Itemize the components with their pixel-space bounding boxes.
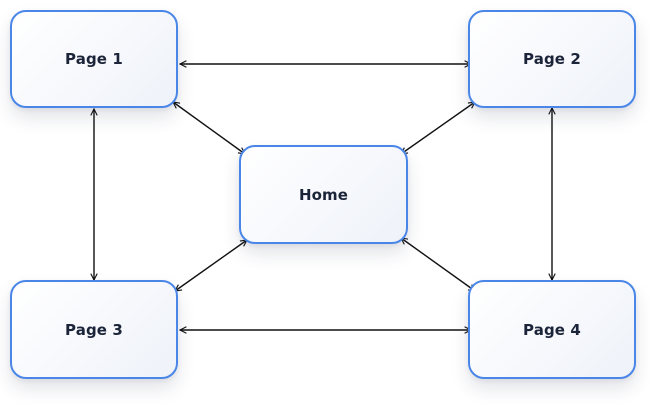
edge-page2-home <box>401 102 475 154</box>
node-page-4: Page 4 <box>468 280 636 379</box>
edge-page4-home <box>401 238 475 291</box>
node-page-3: Page 3 <box>10 280 178 379</box>
node-page-3-label: Page 3 <box>65 320 123 339</box>
edge-page3-home <box>175 240 247 291</box>
edge-page1-home <box>173 102 245 154</box>
node-home: Home <box>239 145 408 244</box>
node-page-4-label: Page 4 <box>523 320 581 339</box>
node-page-2: Page 2 <box>468 10 636 108</box>
node-home-label: Home <box>298 185 349 204</box>
node-page-1: Page 1 <box>10 10 178 108</box>
node-page-2-label: Page 2 <box>523 50 581 68</box>
node-page-1-label: Page 1 <box>65 50 123 68</box>
